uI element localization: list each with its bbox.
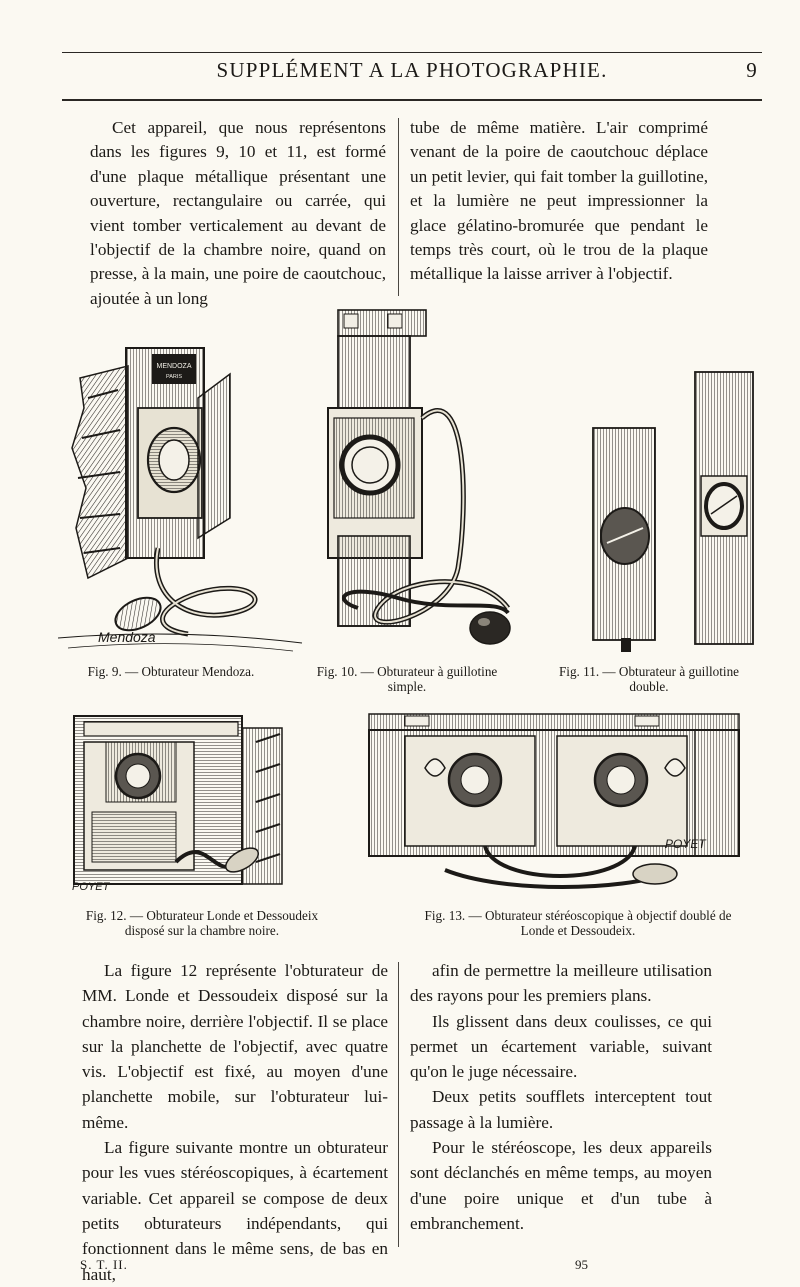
column-divider-top xyxy=(398,118,399,296)
plate-text-paris: PARIS xyxy=(166,374,182,380)
figure-12-engraving: POYET xyxy=(72,715,283,892)
running-header: SUPPLÉMENT A LA PHOTOGRAPHIE. 9 xyxy=(62,58,762,88)
page-number: 9 xyxy=(746,58,758,82)
figure-11-caption: Fig. 11. — Obturateur à guillotine doubl… xyxy=(558,664,740,694)
intro-left-paragraph: Cet appareil, que nous représentons dans… xyxy=(90,118,386,308)
intro-right-paragraph: tube de même matière. L'air comprimé ven… xyxy=(410,118,708,284)
plate-text-mendoza: MENDOZA xyxy=(157,363,192,370)
figure-9-caption: Fig. 9. — Obturateur Mendoza. xyxy=(87,664,255,679)
engraver-signature-13: POYET xyxy=(665,837,707,851)
intro-right-column: tube de même matière. L'air comprimé ven… xyxy=(410,116,708,287)
body-paragraph: Ils glissent dans deux coulisses, ce qui… xyxy=(410,1011,712,1082)
figure-10-caption: Fig. 10. — Obturateur à guillotine simpl… xyxy=(316,664,498,694)
body-paragraph: La figure 12 représente l'obturateur de … xyxy=(82,961,388,1132)
engraver-signature: Mendoza xyxy=(98,629,156,645)
body-paragraph: Deux petits soufflets interceptent tout … xyxy=(410,1087,712,1132)
figure-12-caption: Fig. 12. — Obturateur Londe et Dessoudei… xyxy=(85,908,319,938)
signature-mark: S. T. II. xyxy=(80,1257,128,1272)
body-right-column: afin de permettre la meilleure utilisati… xyxy=(410,958,712,1236)
intro-left-column: Cet appareil, que nous représentons dans… xyxy=(90,116,386,311)
header-rule-top xyxy=(62,52,762,53)
column-divider-bottom xyxy=(398,962,399,1247)
figure-9-engraving: MENDOZA PARIS Mendoza xyxy=(58,347,303,652)
figure-10-engraving xyxy=(327,309,511,645)
body-paragraph: afin de permettre la meilleure utilisati… xyxy=(410,961,712,1006)
body-paragraph: La figure suivante montre un obturateur … xyxy=(82,1138,388,1284)
body-paragraph: Pour le stéréoscope, les deux appareils … xyxy=(410,1138,712,1233)
figure-13-caption: Fig. 13. — Obturateur stéréoscopique à o… xyxy=(424,908,732,938)
figure-11-engraving xyxy=(592,371,754,652)
body-left-column: La figure 12 représente l'obturateur de … xyxy=(82,958,388,1287)
engraver-signature-12: POYET xyxy=(72,881,111,892)
figure-13-engraving: POYET xyxy=(368,713,740,889)
sheet-number: 95 xyxy=(575,1257,588,1272)
running-title: SUPPLÉMENT A LA PHOTOGRAPHIE. xyxy=(216,58,608,82)
header-rule-bottom xyxy=(62,99,762,101)
